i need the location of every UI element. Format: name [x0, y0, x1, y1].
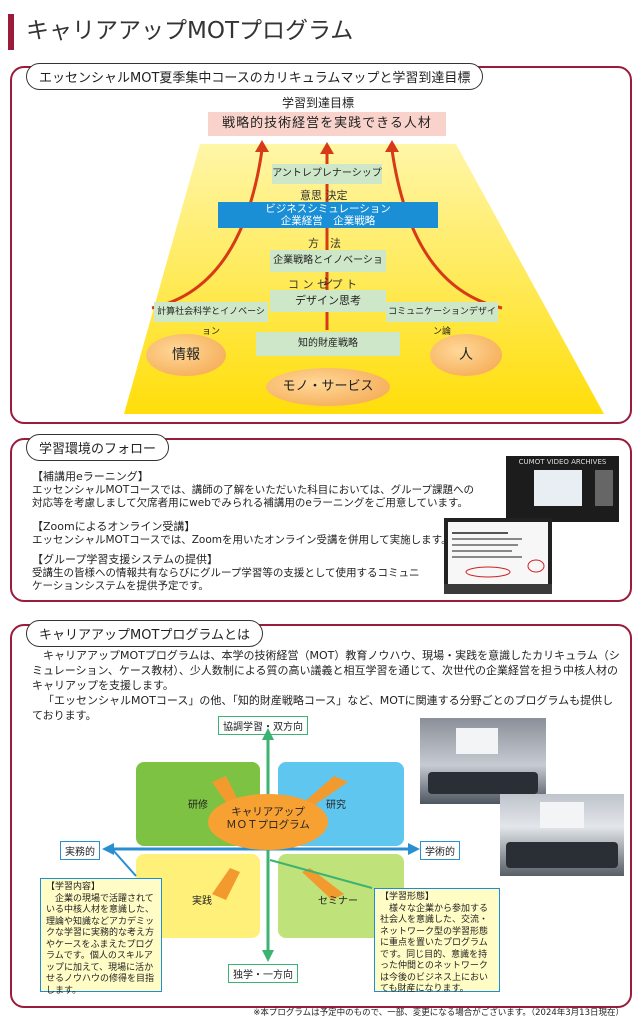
orange-arrow-bottomright	[302, 868, 344, 900]
goods-services-oval: モノ・サービス	[266, 368, 390, 406]
goal-box: 戦略的技術経営を実践できる人材	[208, 112, 446, 136]
footer-note: ※本プログラムは予定中のもので、一部、変更になる場合がございます。（2024年3…	[253, 1008, 624, 1018]
right-curve-arrowhead	[385, 140, 399, 152]
zoom-slide-drawing	[452, 532, 545, 578]
classroom-photo-2	[500, 794, 624, 876]
learning-content-text: 企業の現場で活躍されている中核人材を意識した、理論や知識などアカデミックな学習に…	[46, 893, 155, 996]
zoom-section: 【Zoomによるオンライン受講】 エッセンシャルMOTコースでは、Zoomを用い…	[32, 520, 452, 547]
video-slide-image	[534, 470, 582, 506]
simulation-title: ビジネスシミュレーション	[265, 203, 391, 215]
zoom-slide-image	[448, 522, 548, 584]
axis-left-label: 実務的	[60, 841, 100, 860]
research-label: 研究	[326, 800, 346, 811]
learning-content-note: 【学習内容】 企業の現場で活躍されている中核人材を意識した、理論や知識などアカデ…	[40, 878, 162, 996]
about-text: キャリアアップMOTプログラムは、本学の技術経営（MOT）教育ノウハウ、現場・実…	[32, 648, 622, 723]
design-thinking-box: デザイン思考	[270, 290, 386, 312]
elearning-line-1: エッセンシャルMOTコースでは、講師の了解をいただいた科目においては、グループ課…	[32, 483, 475, 496]
simulation-box: ビジネスシミュレーション 企業経営 企業戦略	[218, 202, 438, 228]
decision-label: 意思 決定	[300, 189, 348, 202]
zoom-toolbar	[444, 584, 552, 594]
computational-social-science-box: 計算社会科学とイノベーション	[154, 302, 268, 337]
simulation-subtitle: 企業経営 企業戦略	[280, 215, 376, 227]
zoom-line-1: エッセンシャルMOTコースでは、Zoomを用いたオンライン受講を併用して実施しま…	[32, 533, 452, 546]
learning-style-heading: 【学習形態】	[380, 892, 435, 902]
strategy-innovation-box: 企業戦略とイノベーション	[270, 250, 386, 288]
axis-arrow-down	[262, 950, 274, 962]
left-curve-arrowhead	[255, 140, 269, 152]
practice-label: 実践	[192, 896, 212, 907]
curriculum-panel: エッセンシャルMOT夏季集中コースのカリキュラムマップと学習到達目標 学習到達目…	[10, 63, 632, 424]
elearning-section: 【補講用eラーニング】 エッセンシャルMOTコースでは、講師の了解をいただいた科…	[32, 470, 474, 511]
program-diagram	[102, 728, 420, 962]
video-archive-title: CUMOT VIDEO ARCHIVES	[518, 458, 607, 466]
page-header: キャリアアップMOTプログラム	[8, 14, 632, 50]
zoom-screenshot	[444, 518, 552, 594]
axis-arrow-right	[408, 843, 420, 855]
photo1-screen	[456, 728, 498, 754]
axis-bottom-label: 独学・一方向	[228, 964, 298, 983]
people-oval: 人	[430, 334, 502, 376]
group-system-line-2: ケーションシステムを提供予定です。	[32, 580, 209, 592]
center-label-line-2: ＭＯＴプログラム	[226, 819, 310, 831]
zoom-heading: 【Zoomによるオンライン受講】	[32, 520, 196, 533]
elearning-line-2: 対応等を考慮しまして欠席者用にwebでみられる補講用のeラーニングをご用意してい…	[32, 497, 468, 509]
center-ellipse	[208, 794, 328, 850]
ip-strategy-box: 知的財産戦略	[256, 332, 400, 356]
center-arrow-head	[320, 142, 334, 154]
left-growth-curve	[151, 149, 264, 310]
followup-panel: 学習環境のフォロー 【補講用eラーニング】 エッセンシャルMOTコースでは、講師…	[10, 434, 632, 602]
about-paragraph-1: キャリアアップMOTプログラムは、本学の技術経営（MOT）教育ノウハウ、現場・実…	[32, 649, 620, 692]
learning-style-note: 【学習形態】 様々な企業から参加する社会人を意識した、交流・ネットワーク型の学習…	[374, 888, 500, 994]
video-archive-screenshot: CUMOT VIDEO ARCHIVES	[506, 456, 619, 522]
method-label: 方 法	[308, 237, 341, 250]
curriculum-panel-title: エッセンシャルMOT夏季集中コースのカリキュラムマップと学習到達目標	[26, 63, 484, 90]
about-paragraph-2: 「エッセンシャルMOTコース」の他、「知的財産戦略コース」など、MOTに関連する…	[32, 694, 614, 722]
center-label: キャリアアップ ＭＯＴプログラム	[226, 806, 310, 832]
orange-arrow-bottomleft	[212, 868, 240, 900]
communication-design-box: コミュニケーションデザイン論	[386, 302, 498, 337]
seminar-label: セミナー	[318, 896, 358, 907]
group-system-section: 【グループ学習支援システムの提供】 受講生の皆様への情報共有ならびにグループ学習…	[32, 553, 420, 594]
axis-top-label: 協調学習・双方向	[218, 716, 308, 735]
photo2-audience	[506, 842, 618, 868]
style-note-connector	[269, 859, 373, 889]
info-oval: 情報	[146, 334, 226, 376]
classroom-photo-1	[420, 718, 546, 804]
axis-right-label: 学術的	[420, 841, 460, 860]
right-growth-curve	[390, 149, 503, 310]
photo1-audience	[428, 772, 538, 794]
content-note-connector	[111, 848, 137, 877]
page-title: キャリアアップMOTプログラム	[26, 18, 354, 44]
about-panel: キャリアアップMOTプログラムとは キャリアアップMOTプログラムは、本学の技術…	[10, 620, 632, 1008]
followup-panel-title: 学習環境のフォロー	[26, 434, 170, 461]
video-speaker-image	[595, 470, 613, 506]
elearning-heading: 【補講用eラーニング】	[32, 470, 149, 483]
group-system-heading: 【グループ学習支援システムの提供】	[32, 553, 219, 566]
photo2-screen	[540, 802, 584, 828]
axis-arrow-left	[102, 843, 114, 855]
center-label-line-1: キャリアアップ	[231, 806, 305, 818]
goal-heading: 学習到達目標	[282, 96, 355, 110]
group-system-line-1: 受講生の皆様への情報共有ならびにグループ学習等の支援として使用するコミュニ	[32, 566, 420, 579]
entrepreneurship-box: アントレプレナーシップ	[272, 164, 382, 184]
about-panel-title: キャリアアップMOTプログラムとは	[26, 620, 263, 647]
training-label: 研修	[188, 800, 208, 811]
learning-content-heading: 【学習内容】	[46, 882, 101, 892]
concept-label: コ ン セ プ ト	[288, 278, 357, 291]
learning-style-text: 様々な企業から参加する社会人を意識した、交流・ネットワーク型の学習形態に重点を置…	[380, 903, 489, 995]
orange-arrow-topright	[302, 776, 348, 808]
